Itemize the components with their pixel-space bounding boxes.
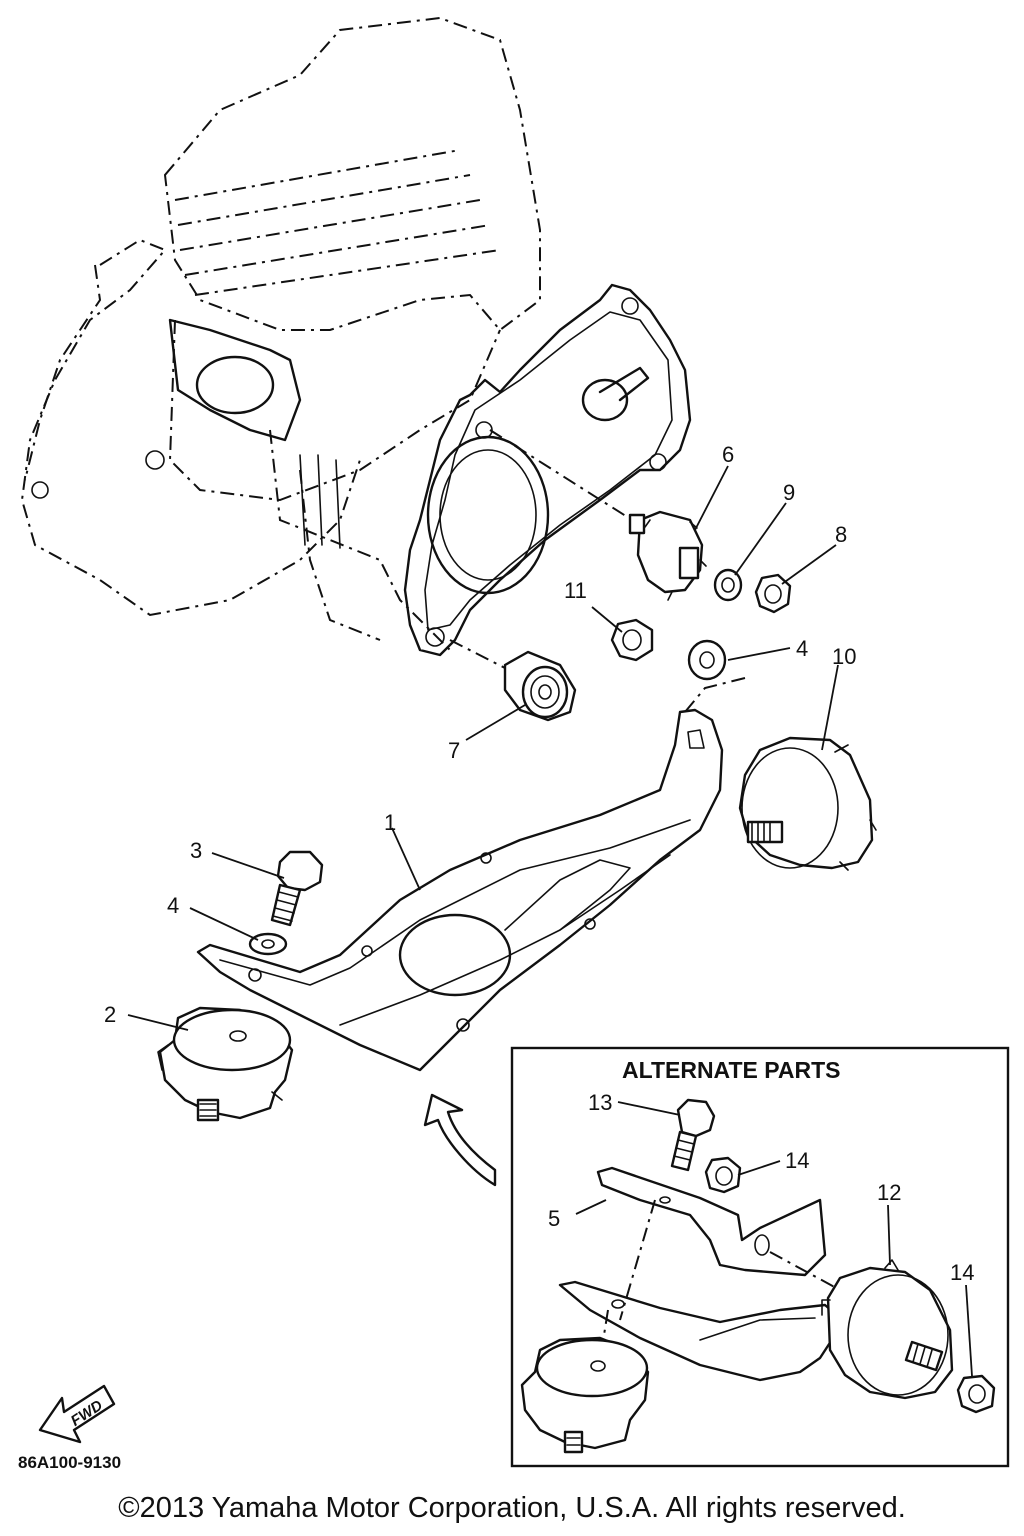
- callout-11: 5: [548, 1206, 560, 1231]
- fwd-arrow-icon: FWD: [38, 1384, 116, 1444]
- part-1-bracket: [196, 708, 724, 1072]
- crankcase-cover: [403, 283, 692, 657]
- callout-14-lower: 14: [950, 1260, 974, 1285]
- part-5-coupling: [489, 429, 707, 601]
- alt-lower-mount: [520, 1336, 650, 1454]
- part-3-bolt: [270, 850, 324, 927]
- callout-leaders: [127, 465, 973, 1377]
- part-8-washer: [713, 568, 743, 602]
- callout-5: 6: [722, 442, 734, 467]
- alternate-parts-title: ALTERNATE PARTS: [622, 1057, 841, 1083]
- callout-12: 12: [877, 1180, 901, 1205]
- alt-part-14-nut-upper: [704, 1156, 742, 1194]
- callout-8: 9: [783, 480, 795, 505]
- part-7-nut: [754, 573, 792, 614]
- callout-9: 10: [832, 644, 856, 669]
- callout-4-lower: 4: [167, 893, 179, 918]
- engine-outline: [20, 16, 541, 651]
- copyright-notice: ©2013 Yamaha Motor Corporation, U.S.A. A…: [118, 1492, 906, 1524]
- part-2-lower-mount: [157, 1006, 294, 1122]
- callout-10: 11: [564, 578, 587, 603]
- callout-2: 2: [104, 1002, 116, 1027]
- alt-part-11-bracket: [558, 1166, 842, 1391]
- callout-3: 3: [190, 838, 202, 863]
- alt-part-13-bolt: [670, 1098, 716, 1172]
- alt-part-12-engine-mount: [821, 1259, 954, 1400]
- callout-14-upper: 14: [785, 1148, 809, 1173]
- callout-7: 8: [835, 522, 847, 547]
- fwd-label: FWD: [68, 1397, 106, 1430]
- callout-1: 1: [384, 810, 396, 835]
- alternate-parts-box: [510, 1046, 1010, 1468]
- part-4-washer-upper: [687, 639, 727, 681]
- callout-numbers: 6 9 8 11 4 10 7 1 3 4 2 13 14 12 5 14: [104, 442, 974, 1285]
- callout-4-upper: 4: [796, 636, 808, 661]
- alt-part-14-nut-lower: [956, 1374, 996, 1414]
- part-6-damper: [449, 639, 577, 722]
- part-9-engine-mount: [678, 677, 877, 871]
- diagram-code: 86A100-9130: [18, 1453, 121, 1472]
- assembly-arrow: [423, 1093, 497, 1187]
- part-10-nut: [610, 618, 654, 662]
- callout-6: 7: [448, 738, 460, 763]
- part-4-washer-lower: [248, 932, 288, 956]
- callout-13: 13: [588, 1090, 612, 1115]
